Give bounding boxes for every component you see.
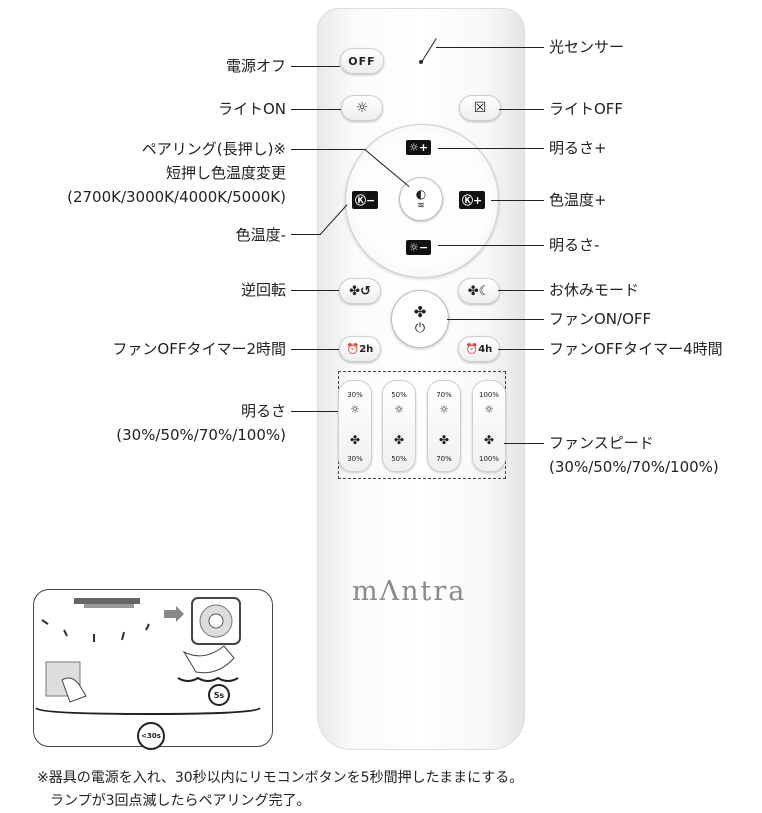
color-temp-minus-button[interactable]: Ⓚ− <box>352 191 379 209</box>
fan-icon: ✤ <box>438 433 450 447</box>
label-fan-speed-1: ファンスピード <box>549 434 654 452</box>
fan-level-label: 30% <box>347 455 363 463</box>
power-icon: ⏻ <box>414 320 426 336</box>
level-column-100[interactable]: 100% ☼ ✤ 100% <box>472 380 506 472</box>
fan-level-label: 100% <box>478 455 499 463</box>
label-color-temp-minus: 色温度- <box>235 226 286 244</box>
pairing-button[interactable]: ◐ ≋ <box>399 177 443 221</box>
power-off-button[interactable]: OFF <box>340 48 384 74</box>
label-brightness-plus: 明るさ+ <box>549 139 607 157</box>
label-timer-2h: ファンOFFタイマー2時間 <box>112 340 286 358</box>
fan-level-label: 70% <box>436 455 452 463</box>
fan-icon: ✤ <box>483 433 495 447</box>
footnote-line-1: ※器具の電源を入れ、30秒以内にリモコンボタンを5秒間押したままにする。 <box>37 770 524 786</box>
label-brightness-minus: 明るさ- <box>549 236 600 254</box>
sleep-mode-button[interactable]: ✤☾ <box>458 278 500 304</box>
wifi-icon: ≋ <box>417 201 425 211</box>
brightness-plus-button[interactable]: ☼+ <box>406 140 432 155</box>
fan-level-label: 50% <box>391 455 407 463</box>
label-reverse: 逆回転 <box>240 281 286 299</box>
timer-2h-button[interactable]: ⏰2h <box>339 336 381 362</box>
light-icon: ☼ <box>350 403 360 416</box>
timer-2h-label: 2h <box>359 343 374 355</box>
fan-power-button[interactable]: ✤ ⏻ <box>391 290 449 348</box>
label-fan-on-off: ファンON/OFF <box>549 310 652 328</box>
label-power-off: 電源オフ <box>225 57 286 75</box>
label-brightness-2: (30%/50%/70%/100%) <box>116 426 286 444</box>
label-pairing-3: (2700K/3000K/4000K/5000K) <box>67 188 286 206</box>
alarm-clock-icon: ⏰ <box>465 343 479 355</box>
color-temp-plus-button[interactable]: Ⓚ+ <box>459 191 486 209</box>
label-pairing-1: ペアリング(長押し)※ <box>141 140 286 158</box>
label-fan-speed-2: (30%/50%/70%/100%) <box>549 458 719 476</box>
level-column-50[interactable]: 50% ☼ ✤ 50% <box>382 380 416 472</box>
alarm-clock-icon: ⏰ <box>346 343 360 355</box>
label-brightness-1: 明るさ <box>240 402 286 420</box>
brand-logo: mΛntra <box>352 576 467 607</box>
fan-icon: ✤ <box>393 433 405 447</box>
label-timer-4h: ファンOFFタイマー4時間 <box>549 340 723 358</box>
light-off-icon: ☒ <box>473 100 487 116</box>
brightness-level-label: 100% <box>478 391 499 399</box>
fan-icon: ✤ <box>349 433 361 447</box>
label-sleep-mode: お休みモード <box>549 281 640 299</box>
pairing-instruction-inset <box>33 589 273 747</box>
brightness-level-label: 70% <box>436 391 452 399</box>
label-light-off: ライトOFF <box>549 100 624 118</box>
reverse-rotation-button[interactable]: ✤↺ <box>339 278 381 304</box>
pairing-icon: ◐ <box>415 187 427 201</box>
footnote-line-2: ランプが3回点滅したらペアリング完了。 <box>50 793 311 809</box>
timer-4h-label: 4h <box>478 343 493 355</box>
brightness-level-label: 30% <box>347 391 363 399</box>
label-pairing-2: 短押し色温度変更 <box>165 164 286 182</box>
timer-30s-label: <30s <box>141 732 161 740</box>
light-on-button[interactable]: ☼ <box>341 95 383 121</box>
fan-moon-icon: ✤☾ <box>467 283 491 299</box>
timer-5s-badge: 5s <box>208 684 230 706</box>
label-light-sensor: 光センサー <box>549 38 625 56</box>
brightness-level-label: 50% <box>391 391 407 399</box>
light-on-icon: ☼ <box>355 100 369 116</box>
pairing-illustration <box>35 597 261 716</box>
timer-30s-badge: <30s <box>137 722 165 750</box>
level-column-30[interactable]: 30% ☼ ✤ 30% <box>338 380 372 472</box>
light-icon: ☼ <box>484 403 494 416</box>
light-off-button[interactable]: ☒ <box>459 95 501 121</box>
timer-5s-label: 5s <box>213 690 225 700</box>
timer-4h-button[interactable]: ⏰4h <box>458 336 500 362</box>
level-column-70[interactable]: 70% ☼ ✤ 70% <box>427 380 461 472</box>
label-light-on: ライトON <box>217 100 286 118</box>
light-icon: ☼ <box>394 403 404 416</box>
label-color-temp-plus: 色温度+ <box>549 191 607 209</box>
fan-icon: ✤ <box>413 302 427 321</box>
brightness-minus-button[interactable]: ☼− <box>406 240 432 255</box>
fan-reverse-icon: ✤↺ <box>349 283 371 299</box>
light-icon: ☼ <box>439 403 449 416</box>
